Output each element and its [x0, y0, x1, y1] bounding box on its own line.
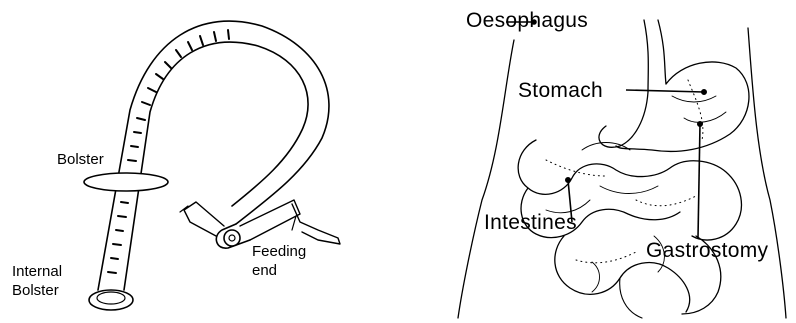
- feeding-end-label-line2: end: [252, 263, 277, 278]
- tube-graduations: [108, 30, 229, 273]
- stomach-shape: [599, 62, 749, 152]
- gastrostomy-leader: [698, 124, 700, 238]
- bolster-disc: [84, 173, 168, 191]
- torso-left-outline: [458, 40, 514, 318]
- feeding-connector: [216, 224, 250, 248]
- oesophagus-label: Oesophagus: [466, 10, 588, 31]
- clamp: [184, 202, 224, 236]
- intestines-label: Intestines: [484, 212, 577, 233]
- gastrostomy-label: Gastrostomy: [646, 240, 768, 261]
- tube-diagram: Bolster Internal Bolster Feeding end: [0, 0, 396, 323]
- oesophagus-shape: [644, 20, 648, 92]
- feeding-end-label-line1: Feeding: [252, 244, 306, 259]
- internal-bolster-label-line2: Bolster: [12, 283, 59, 298]
- feeding-port: [224, 230, 240, 246]
- stomach-label: Stomach: [518, 80, 603, 101]
- anatomy-diagram: Oesophagus Stomach Intestines Gastrostom…: [396, 0, 796, 323]
- internal-bolster-label-line1: Internal: [12, 264, 62, 279]
- internal-bolster-disc: [89, 290, 133, 310]
- bolster-label: Bolster: [57, 152, 104, 167]
- torso-right-outline: [748, 28, 786, 318]
- plug: [292, 204, 340, 244]
- anatomy-illustration: [396, 0, 796, 323]
